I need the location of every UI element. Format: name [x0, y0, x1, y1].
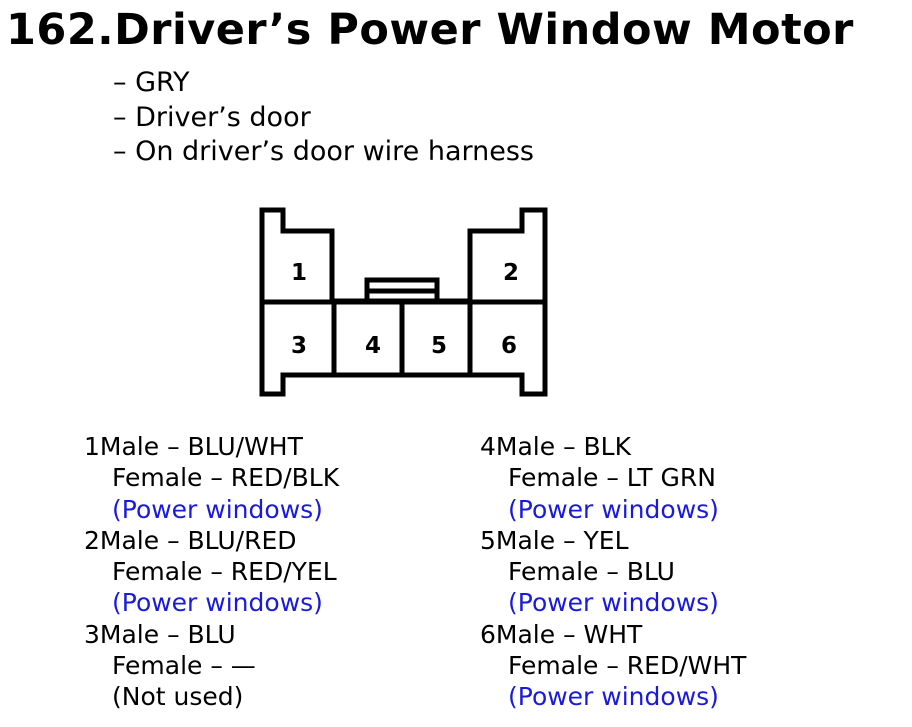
pin-entry-1: 1Male – BLU/WHT Female – RED/BLK (Power …	[84, 431, 339, 525]
pin-circuit: (Power windows)	[508, 682, 719, 712]
pin-female-wire: Female – RED/YEL	[112, 557, 337, 587]
pin-number: 5	[480, 525, 496, 555]
pin-male-wire: Male – WHT	[495, 619, 643, 649]
pin-male-wire: Male – BLU	[99, 619, 236, 649]
cavity-label-5: 5	[431, 333, 447, 359]
cavity-label-6: 6	[501, 333, 517, 359]
pin-list-left: 1Male – BLU/WHT Female – RED/BLK (Power …	[84, 431, 339, 713]
pin-entry-2: 2Male – BLU/RED Female – RED/YEL (Power …	[84, 525, 339, 619]
pin-entry-5: 5Male – YEL Female – BLU (Power windows)	[480, 525, 746, 619]
pin-female-wire: Female – RED/WHT	[508, 651, 747, 681]
pin-number: 3	[84, 619, 100, 649]
pin-circuit: (Power windows)	[508, 588, 719, 618]
pin-number: 1	[84, 432, 100, 461]
page-title: 162.Driver’s Power Window Motor	[6, 5, 854, 55]
pin-male-line: 3Male – BLU	[84, 619, 339, 650]
pin-male-line: 5Male – YEL	[480, 525, 746, 556]
pin-entry-6: 6Male – WHT Female – RED/WHT (Power wind…	[480, 619, 746, 713]
pin-number: 4	[480, 432, 496, 461]
pin-female-wire: Female – RED/BLK	[112, 463, 340, 493]
connector-info-list: GRY Driver’s door On driver’s door wire …	[113, 66, 534, 170]
pin-entry-3: 3Male – BLU Female – — (Not used)	[84, 619, 339, 713]
pin-entry-4: 4Male – BLK Female – LT GRN (Power windo…	[480, 431, 746, 525]
connector-outline	[259, 207, 548, 397]
pin-circuit: (Not used)	[112, 682, 244, 712]
pin-female-wire: Female – LT GRN	[508, 463, 716, 493]
cavity-label-1: 1	[291, 260, 307, 286]
connector-harness: On driver’s door wire harness	[113, 135, 534, 170]
cavity-label-3: 3	[291, 333, 307, 359]
connector-color: GRY	[113, 66, 534, 101]
pin-list-right: 4Male – BLK Female – LT GRN (Power windo…	[480, 431, 746, 713]
pin-male-wire: Male – BLU/WHT	[99, 432, 303, 461]
pin-male-line: 1Male – BLU/WHT	[84, 431, 339, 462]
pin-circuit: (Power windows)	[112, 588, 323, 618]
pin-female-wire: Female – BLU	[508, 557, 675, 587]
pin-female-wire: Female – —	[112, 651, 256, 681]
cavity-label-2: 2	[503, 260, 519, 286]
pin-male-line: 2Male – BLU/RED	[84, 525, 339, 556]
pin-number: 6	[480, 619, 496, 649]
connector-location: Driver’s door	[113, 101, 534, 136]
pin-circuit: (Power windows)	[112, 494, 323, 524]
pin-male-wire: Male – YEL	[495, 525, 629, 555]
cavity-label-4: 4	[365, 333, 381, 359]
pin-circuit: (Power windows)	[508, 494, 719, 524]
pin-male-line: 6Male – WHT	[480, 619, 746, 650]
connector-diagram: 1 2 3 4 5 6	[259, 207, 548, 397]
pin-number: 2	[84, 525, 100, 555]
pin-male-wire: Male – BLU/RED	[99, 525, 297, 555]
pin-male-wire: Male – BLK	[495, 432, 631, 461]
pin-male-line: 4Male – BLK	[480, 431, 746, 462]
